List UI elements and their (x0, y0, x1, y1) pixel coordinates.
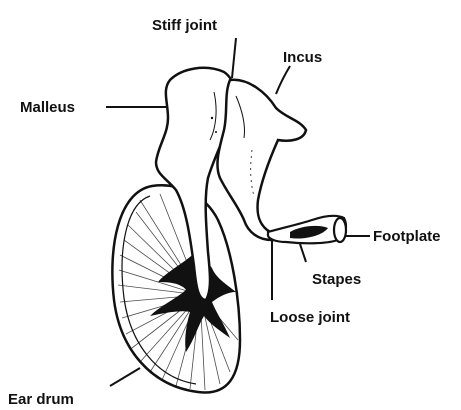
incus-leader (276, 66, 290, 94)
ear-drum-leader (110, 368, 140, 386)
ear-drum-shape (112, 185, 240, 392)
stiff-joint-leader (232, 38, 236, 78)
label-incus: Incus (283, 49, 322, 66)
incus-bone (217, 80, 306, 240)
label-ear-drum: Ear drum (8, 391, 74, 408)
label-stapes: Stapes (312, 271, 361, 288)
label-footplate: Footplate (373, 228, 441, 245)
label-malleus: Malleus (20, 99, 75, 116)
label-stiff-joint: Stiff joint (152, 17, 217, 34)
stapes-leader (300, 244, 306, 262)
label-loose-joint: Loose joint (270, 309, 350, 326)
stapes-bone (268, 216, 346, 243)
